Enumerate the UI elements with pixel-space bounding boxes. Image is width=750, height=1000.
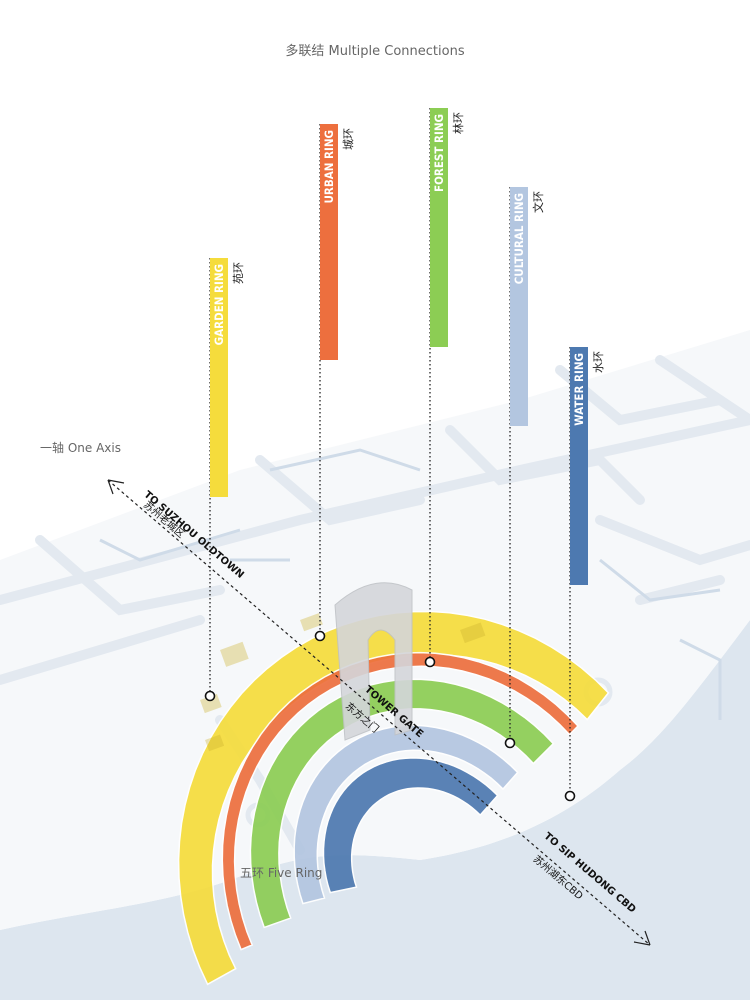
water-ring-marker: WATER RING 水环 [564,347,605,802]
canals [99,448,722,720]
axis-line [107,479,651,946]
forest-ring-zh-label: 林环 [451,112,465,134]
water-ring-arc [322,757,499,894]
forest-ring-marker: FOREST RING 林环 [424,108,465,668]
axis-arrow-northwest [107,479,125,495]
forest-ring-label: FOREST RING [432,114,446,192]
tower-gate-building [334,582,413,741]
water-ring-pin [564,790,576,802]
water-ring-label: WATER RING [572,353,586,426]
forest-ring-pin [424,656,436,668]
urban-ring-marker: URBAN RING 城环 [314,124,355,642]
one-axis-label: 一轴 One Axis [40,441,121,455]
garden-ring-marker: GARDEN RING 苑环 [204,258,245,702]
diagram-title: 多联结 Multiple Connections [285,44,465,59]
urban-ring-zh-label: 城环 [342,128,355,150]
urban-ring-bar [320,124,338,360]
cultural-ring-zh-label: 文环 [531,191,545,213]
forest-ring-bar [430,108,448,347]
cultural-ring-bar [510,187,528,426]
cultural-ring-marker: CULTURAL RING 文环 [504,187,545,749]
urban-ring-label: URBAN RING [322,130,336,203]
cultural-ring-label: CULTURAL RING [512,193,526,284]
garden-ring-label: GARDEN RING [212,264,226,345]
axis-arrow-southeast [633,930,651,946]
water-ring-zh-label: 水环 [592,351,605,373]
garden-ring-zh-label: 苑环 [232,262,245,284]
five-ring-label: 五环 Five Ring [240,866,323,880]
water-ring-bar [570,347,588,585]
garden-ring-pin [204,690,216,702]
streets [0,355,750,855]
garden-ring-bar [210,258,228,497]
urban-ring-pin [314,630,326,642]
cultural-ring-pin [504,737,516,749]
